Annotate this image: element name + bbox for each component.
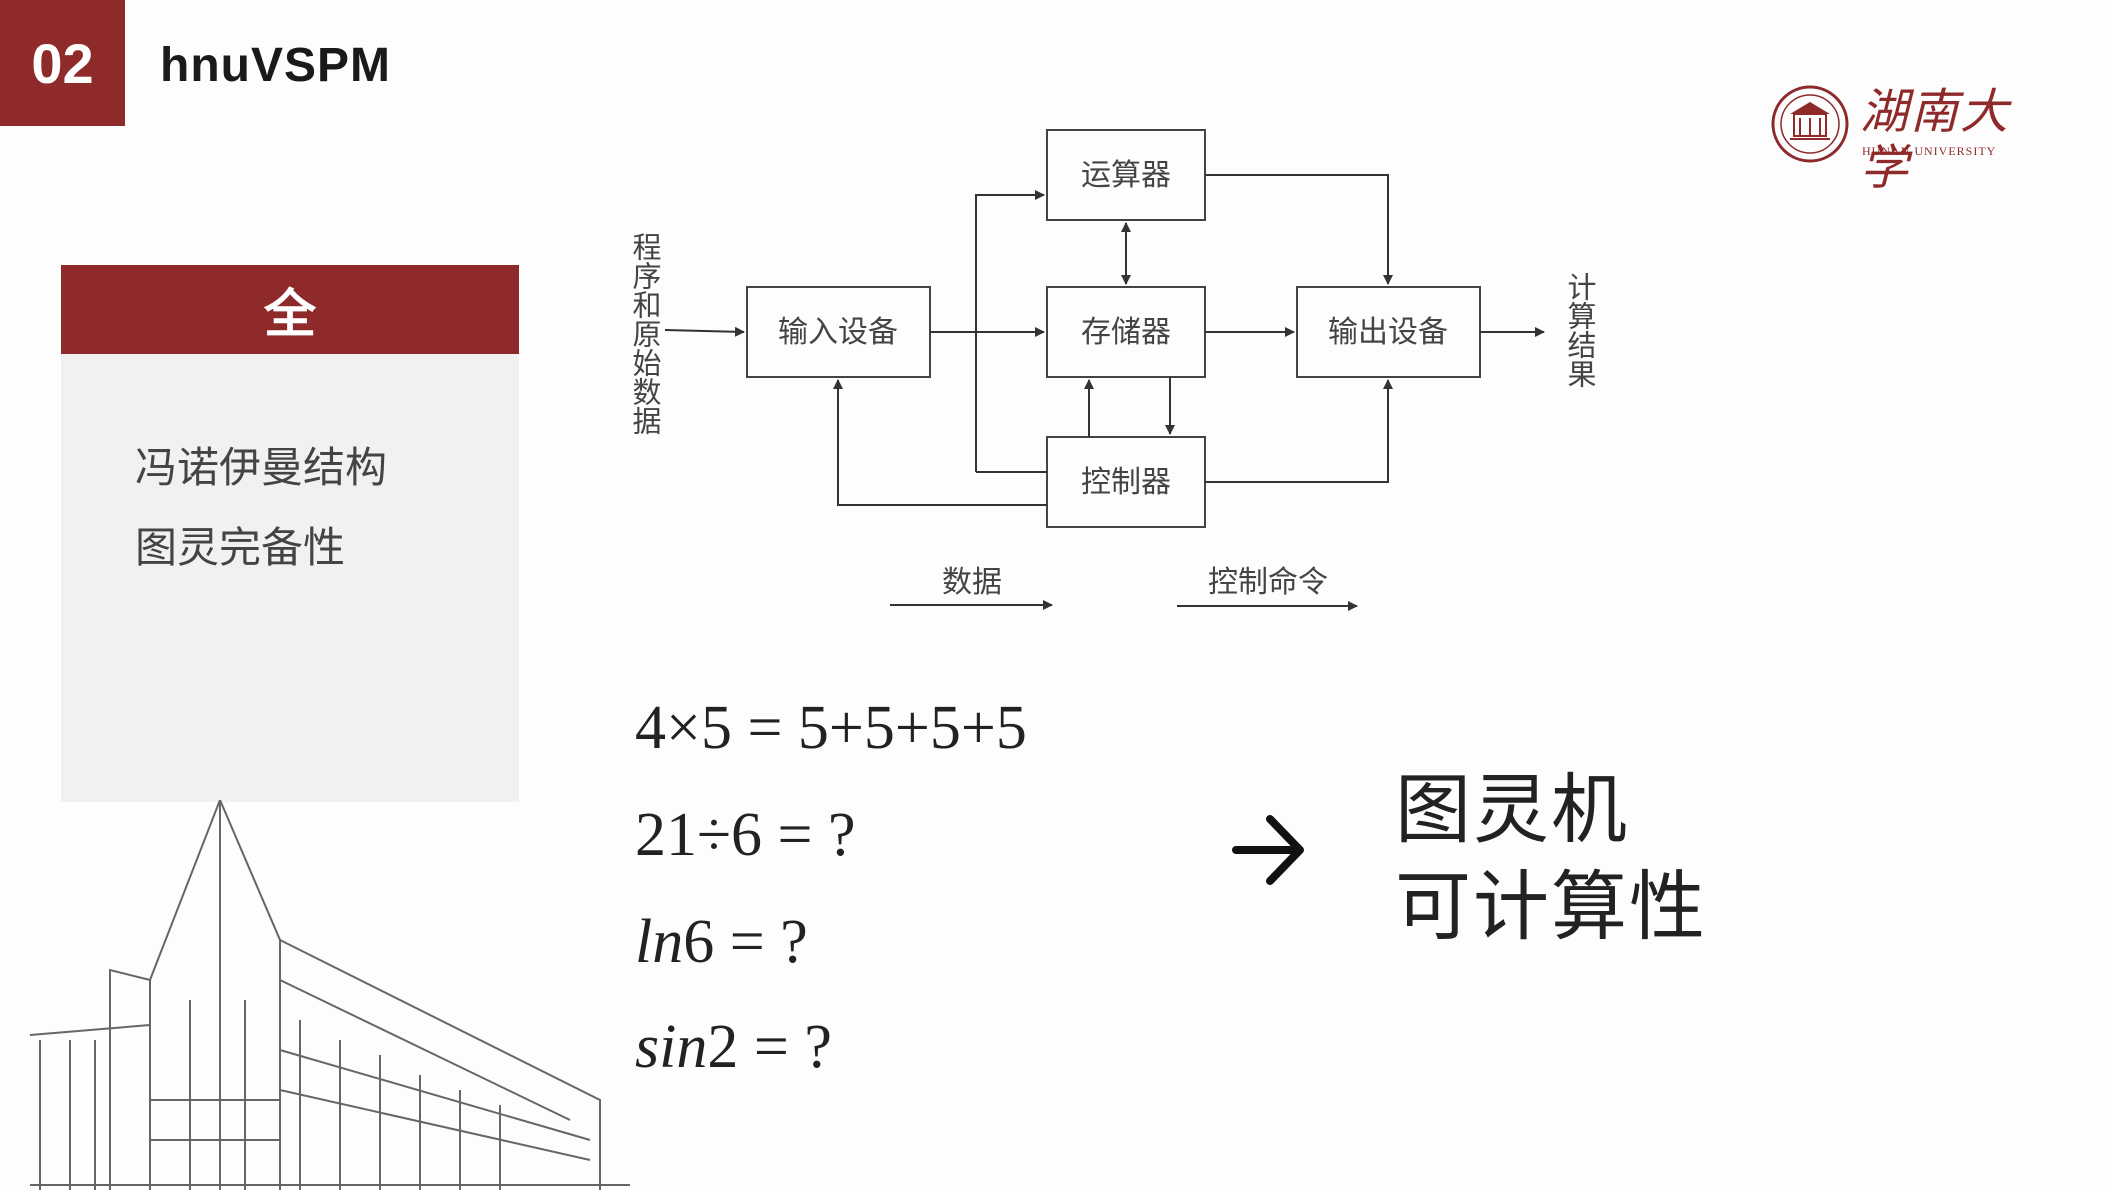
concept-turing-machine: 图灵机 [1395,765,1629,854]
output-device-label: 输出设备 [1328,315,1448,350]
panel-header: 全 [61,265,519,354]
deck-title: hnuVSPM [160,39,391,92]
formula-ln: ln6 = ? [635,907,808,978]
arrow-to-alu [975,190,1045,332]
von-neumann-diagram: 运算器 输入设备 存储器 输出设备 控制器 数据 控制命令 程序和原始数据 计算… [628,129,1597,611]
result-output-label: 计算结果 [1563,272,1597,388]
topic-panel: 冯诺伊曼结构 图灵完备性 [61,354,519,802]
formula-sin: sin2 = ? [635,1012,832,1083]
legend-data-label: 数据 [942,565,1002,600]
university-name-english: HUNAN UNIVERSITY [1862,144,1997,158]
controller-label: 控制器 [1081,465,1171,500]
formula-multiplication: 4×5 = 5+5+5+5 [635,694,1027,762]
memory-label: 存储器 [1081,315,1171,350]
university-name: 湖南大学 [1860,84,2011,196]
arrow-controller-to-output [1205,379,1393,483]
building-sketch-illustration [30,800,630,1190]
input-device-label: 输入设备 [778,315,898,350]
university-logo: 湖南大学 HUNAN UNIVERSITY [1770,84,2020,196]
concept-computability: 可计算性 [1395,862,1707,951]
right-arrow-icon [1232,815,1304,885]
arrow-alu-to-output [1205,174,1393,285]
arrow-program-to-input [664,326,745,337]
program-input-label: 程序和原始数据 [628,232,662,435]
topic-item-turing-complete: 图灵完备性 [135,523,346,572]
formula-ln-function: ln [635,908,684,976]
legend-control-label: 控制命令 [1208,565,1328,600]
section-number-badge: 02 [0,0,125,126]
arrow-controller-to-input [833,379,1047,506]
alu-label: 运算器 [1081,158,1171,193]
topic-item-von-neumann: 冯诺伊曼结构 [135,443,388,492]
formula-ln-rest: 6 = ? [683,908,808,976]
formula-division: 21÷6 = ? [635,801,856,869]
formula-sin-function: sin [635,1013,708,1081]
formula-sin-rest: 2 = ? [707,1013,832,1081]
university-seal-icon [1771,85,1849,163]
